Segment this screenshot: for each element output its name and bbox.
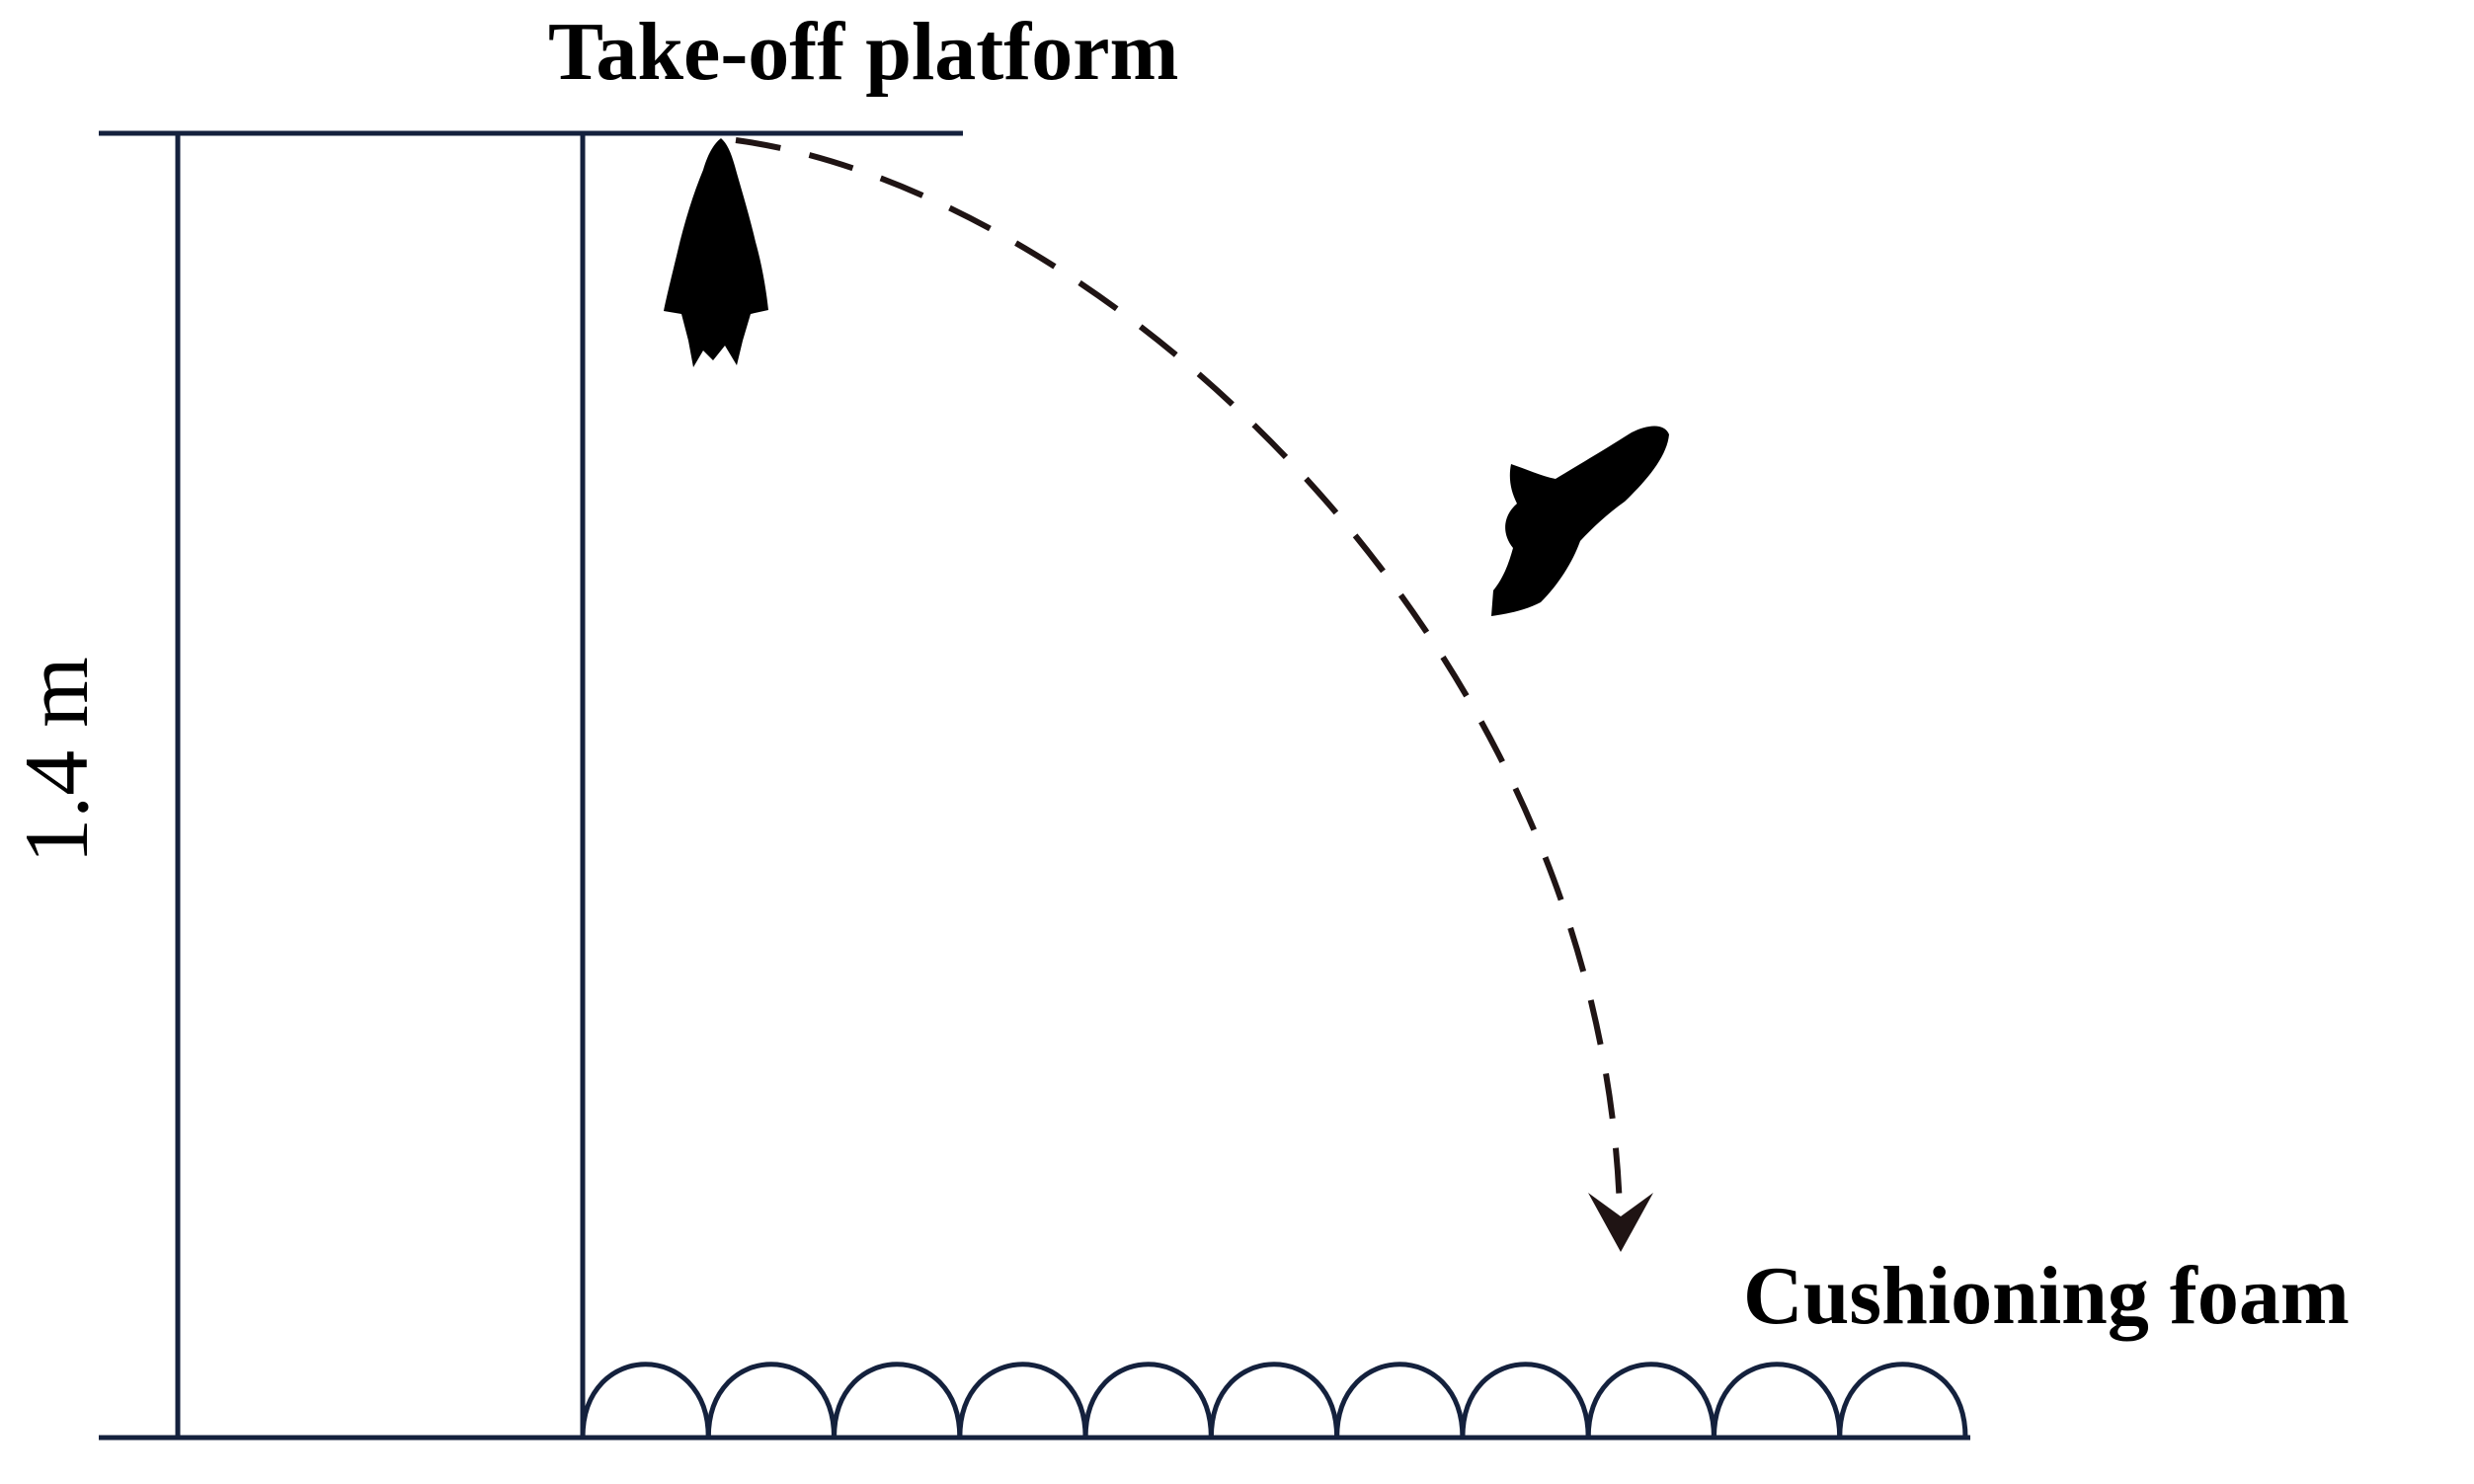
foam-bump [1460, 1362, 1591, 1439]
cushioning-foam [580, 1362, 1968, 1439]
flight-trajectory [735, 137, 1623, 1211]
foam-bump [1711, 1362, 1843, 1439]
foam-bump [1837, 1362, 1968, 1439]
takeoff-platform-label: Take-off platform [548, 6, 1179, 98]
cushioning-foam-label: Cushioning foam [1743, 1250, 2350, 1342]
foam-bump [1082, 1362, 1214, 1439]
trajectory-arrowhead [1588, 1193, 1653, 1252]
foam-bump [705, 1362, 838, 1439]
height-label: 1.4 m [6, 657, 107, 864]
foam-bump [1208, 1362, 1340, 1439]
flying-bat-icon [1491, 426, 1669, 616]
foam-bump [580, 1362, 711, 1439]
height-dimension: 1.4 m [6, 130, 193, 1441]
foam-bump [957, 1362, 1088, 1439]
foam-bump [832, 1362, 963, 1439]
foam-bump [1585, 1362, 1716, 1439]
foam-bump [1334, 1362, 1466, 1439]
hanging-bat-icon [664, 138, 768, 367]
platform-structure [193, 130, 1970, 1441]
